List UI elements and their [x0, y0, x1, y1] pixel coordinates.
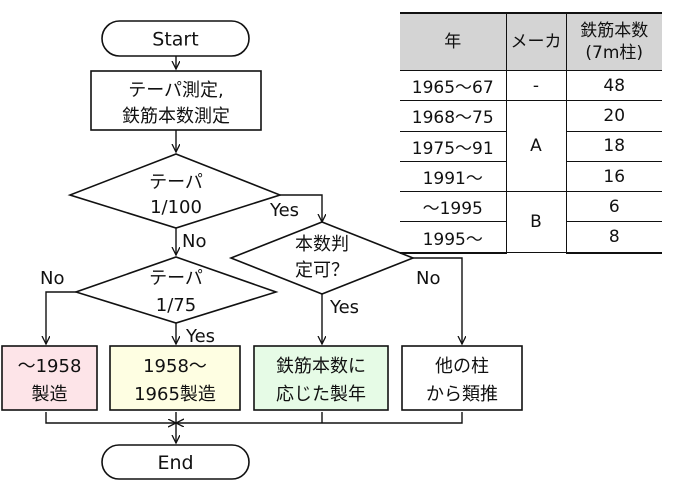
header-year: 年 [400, 12, 506, 71]
box2-label-2: 1965製造 [134, 384, 216, 405]
decision1-yes-label: Yes [269, 200, 299, 221]
header-rebar-count: 鉄筋本数 (7m柱) [565, 12, 662, 71]
end-label: End [157, 452, 193, 474]
header-rebar-count-line1: 鉄筋本数 [580, 21, 649, 41]
cell-count: 18 [565, 131, 662, 162]
decision2-yes-label: Yes [185, 326, 215, 347]
arrow-box4-merge [176, 412, 463, 423]
rebar-count-table: 年 メーカ 鉄筋本数 (7m柱) 1965〜67 - 48 1968〜75 A … [400, 12, 662, 254]
header-maker: メーカ [505, 12, 566, 71]
decision1-label-2: 1/100 [150, 197, 202, 218]
cell-year: 1975〜91 [400, 131, 506, 162]
decision-taper-1-100 [67, 153, 283, 229]
decision3-label-2: 定可？ [295, 260, 349, 281]
header-rebar-count-line2: (7m柱) [585, 43, 644, 63]
decision2-no-label: No [40, 268, 64, 289]
cell-maker: B [505, 191, 566, 254]
cell-year: 1968〜75 [400, 100, 506, 132]
cell-maker: A [505, 100, 566, 193]
table-row: 1968〜75 A 20 [400, 100, 662, 193]
decision3-no-label: No [416, 268, 440, 289]
decision1-label-1: テーパ [149, 172, 203, 193]
start-label: Start [152, 29, 198, 51]
measure-box [90, 70, 262, 131]
decision2-label-2: 1/75 [156, 295, 196, 316]
cell-count: 6 [565, 191, 662, 223]
table-header-row: 年 メーカ 鉄筋本数 (7m柱) [400, 12, 662, 71]
decision3-label-1: 本数判 [295, 234, 349, 255]
box3-label-1: 鉄筋本数に [276, 356, 366, 377]
box1-label-1: 〜1958 [18, 356, 82, 377]
cell-count: 16 [565, 161, 662, 193]
cell-year: 1995〜 [400, 221, 506, 254]
cell-count: 48 [565, 70, 662, 102]
end-terminator [101, 444, 250, 480]
cell-year: 〜1995 [400, 191, 506, 223]
arrow-box1-merge [45, 412, 176, 423]
decision2-label-1: テーパ [149, 268, 203, 289]
box4-label-2: から類推 [426, 384, 498, 405]
measure-label-2: 鉄筋本数測定 [122, 106, 230, 127]
cell-count: 8 [565, 221, 662, 254]
measure-label-1: テーパ測定, [128, 80, 224, 101]
arrow-decision1-yes [280, 194, 322, 222]
cell-maker: - [505, 70, 566, 102]
box3-label-2: 応じた製年 [276, 384, 366, 405]
result-box-pre-1958 [1, 345, 98, 411]
cell-count: 20 [565, 100, 662, 132]
decision-taper-1-75 [73, 256, 279, 324]
box4-label-1: 他の柱 [435, 356, 489, 377]
decision1-no-label: No [182, 231, 206, 252]
start-terminator [101, 20, 250, 57]
cell-year: 1991〜 [400, 161, 506, 193]
arrow-decision2-no [46, 291, 76, 344]
box1-label-2: 製造 [32, 384, 68, 405]
result-box-by-rebar-count [253, 345, 389, 411]
box2-label-1: 1958〜 [143, 356, 207, 377]
arrow-decision3-no [413, 257, 462, 344]
decision-count-judgeable [228, 221, 416, 295]
table-row: 1975〜91 18 [400, 131, 662, 162]
connectors [46, 56, 462, 443]
result-box-1958-1965 [109, 345, 241, 411]
table-row: 1991〜 16 [400, 161, 662, 193]
table-row: 〜1995 B 6 [400, 191, 662, 254]
cell-year: 1965〜67 [400, 70, 506, 102]
table-row: 1995〜 8 [400, 221, 662, 254]
decision3-yes-label: Yes [329, 297, 359, 318]
table-row: 1965〜67 - 48 [400, 70, 662, 102]
result-box-infer-from-other [401, 345, 523, 411]
